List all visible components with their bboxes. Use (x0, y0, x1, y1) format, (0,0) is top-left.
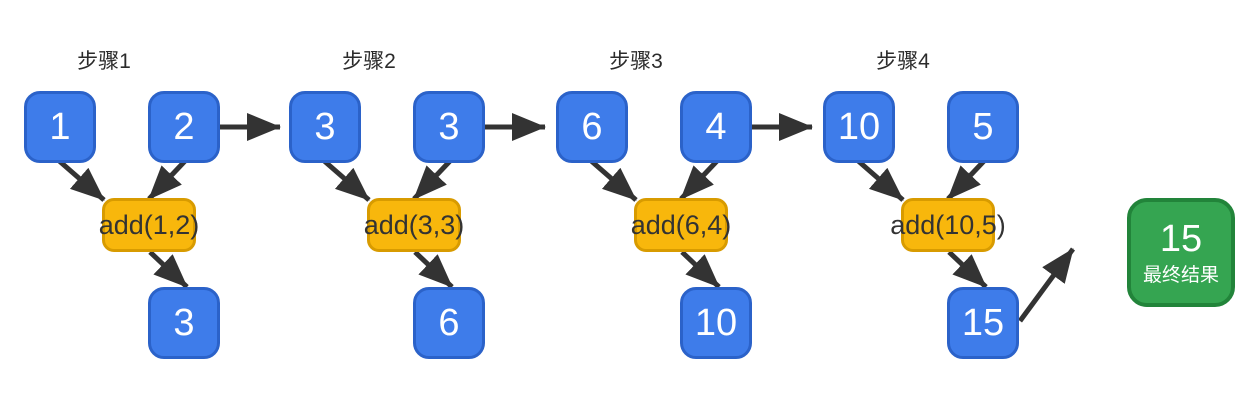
step-title: 步骤4 (876, 50, 930, 73)
arrow-step1-input1-to-op (55, 157, 106, 202)
operation-node: add(6,4) (631, 198, 731, 252)
arrow-step4-op-to-result (947, 250, 988, 289)
final-result-value: 15 (1159, 217, 1203, 260)
result-node: 10 (680, 287, 752, 359)
input-node: 1 (24, 91, 96, 163)
arrow-step3-input2-to-op (679, 159, 719, 201)
input-node: 3 (413, 91, 485, 163)
arrow-step2-op-to-result (413, 250, 454, 289)
step-4: 步骤4 10 5 add(10,5) 15 (823, 0, 1019, 380)
input-node: 6 (556, 91, 628, 163)
step-title: 步骤3 (609, 50, 663, 73)
input-node: 3 (289, 91, 361, 163)
operation-node: add(3,3) (364, 198, 464, 252)
result-node: 6 (413, 287, 485, 359)
step-2: 步骤2 3 3 add(3,3) 6 (289, 0, 485, 380)
arrow-step1-input2-to-op (147, 159, 187, 201)
final-result-label: 最终结果 (1142, 264, 1219, 286)
input-node: 4 (680, 91, 752, 163)
input-node: 2 (148, 91, 220, 163)
final-result-node: 15 最终结果 (1127, 198, 1235, 307)
arrow-step2-input2-to-op (412, 159, 452, 201)
step-3: 步骤3 6 4 add(6,4) 10 (556, 0, 752, 380)
arrow-step2-input1-to-op (320, 157, 371, 202)
result-node: 15 (947, 287, 1019, 359)
result-node: 3 (148, 287, 220, 359)
step-title: 步骤1 (77, 50, 131, 73)
arrow-result-to-final (1017, 247, 1076, 323)
arrow-step3-input1-to-op (587, 157, 638, 202)
input-node: 10 (823, 91, 895, 163)
arrow-step3-op-to-result (680, 250, 721, 289)
operation-node: add(1,2) (99, 198, 199, 252)
step-title: 步骤2 (342, 50, 396, 73)
arrow-step4-input1-to-op (854, 157, 905, 202)
input-node: 5 (947, 91, 1019, 163)
step-1: 步骤1 1 2 add(1,2) 3 (24, 0, 220, 380)
arrow-step1-op-to-result (148, 250, 189, 289)
operation-node: add(10,5) (890, 198, 1006, 252)
arrow-step4-input2-to-op (946, 159, 986, 201)
